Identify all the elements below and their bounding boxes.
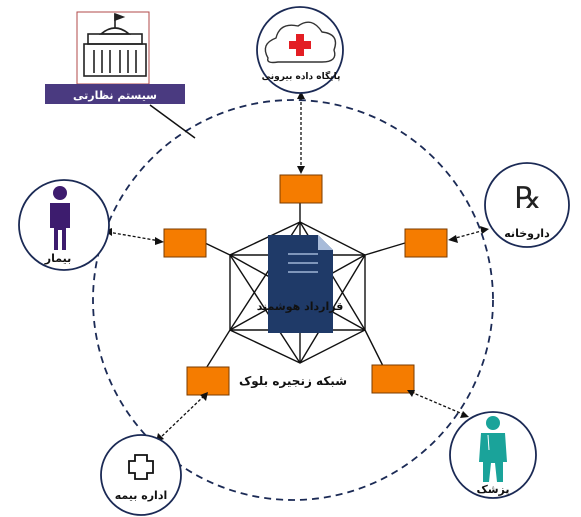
- medical-cross-outline-icon: [128, 454, 154, 480]
- supervisor-link: [149, 104, 196, 139]
- doctor-node: پزشک: [449, 411, 537, 499]
- connector-arrows: [107, 97, 486, 439]
- supervisory-banner: [45, 84, 185, 104]
- insurance-label: اداره بیمه: [115, 489, 168, 502]
- government-building-icon: [83, 12, 147, 77]
- blockchain-network-label: شبکه زنجیره بلوک: [239, 374, 347, 389]
- person-icon: [50, 186, 70, 250]
- block-right: [404, 228, 448, 258]
- doctor-icon: [479, 416, 507, 482]
- pharmacy-label: داروخانه: [504, 227, 550, 240]
- smart-contract-label: قرارداد هوشمند: [257, 300, 344, 313]
- block-top: [279, 174, 323, 204]
- rx-icon: ℞: [515, 181, 542, 216]
- external-database-label: پایگاه داده بیرونی: [262, 70, 341, 82]
- external-database-node: پایگاه داده بیرونی: [256, 6, 344, 94]
- block-bottom-right: [371, 364, 415, 394]
- doctor-label: پزشک: [476, 483, 509, 496]
- block-bottom-left: [186, 366, 230, 396]
- patient-node: بیمار: [18, 179, 110, 271]
- supervisory-system-node: سیستم نظارتی: [45, 11, 185, 104]
- block-left: [163, 228, 207, 258]
- smart-contract-document: [268, 235, 333, 333]
- pharmacy-node: ℞ داروخانه: [484, 162, 570, 248]
- network-boundary-circle: [92, 99, 494, 501]
- insurance-node: اداره بیمه: [100, 434, 182, 516]
- arrowheads: [104, 91, 489, 442]
- blocks: [163, 174, 448, 396]
- patient-label: بیمار: [44, 252, 71, 265]
- supervisory-label: سیستم نظارتی: [73, 89, 157, 102]
